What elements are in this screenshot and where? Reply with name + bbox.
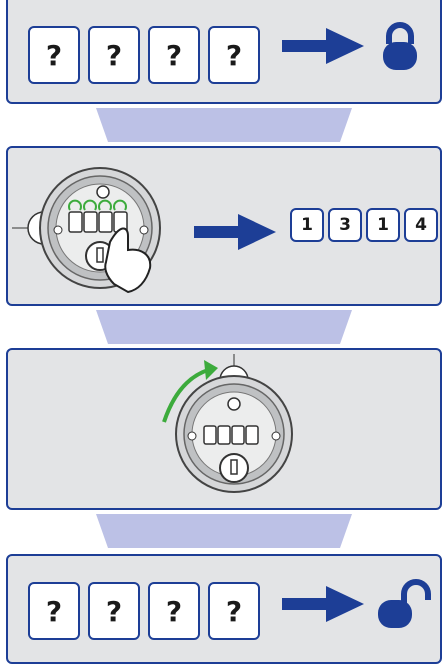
combination-lock-dial: [12, 167, 161, 294]
unknown-digit-box: ?: [88, 26, 140, 84]
right-arrow-icon: [194, 214, 276, 250]
unknown-digit-box: ?: [148, 582, 200, 640]
step-4-panel: ? ? ? ?: [6, 554, 442, 664]
unknown-digit-box: ?: [28, 26, 80, 84]
down-chevron-icon: [96, 108, 352, 142]
down-chevron-icon: [96, 310, 352, 344]
code-digit-box: 1: [366, 208, 400, 242]
rotate-arrow-icon: [162, 368, 209, 423]
unknown-digit-box: ?: [88, 582, 140, 640]
right-arrow-icon: [282, 28, 364, 64]
code-digit-box: 4: [404, 208, 438, 242]
code-digit-box: 1: [290, 208, 324, 242]
padlock-closed-icon: [383, 22, 417, 70]
finger-press-icon: [104, 227, 152, 294]
code-digit-box: 3: [328, 208, 362, 242]
combination-lock-rotate: [162, 354, 293, 493]
rotate-arrow-head-icon: [204, 360, 218, 380]
step-1-panel: ? ? ? ?: [6, 0, 442, 104]
padlock-open-icon: [378, 579, 431, 628]
right-arrow-icon: [282, 586, 364, 622]
unknown-digit-box: ?: [28, 582, 80, 640]
unknown-digit-box: ?: [208, 26, 260, 84]
down-chevron-icon: [96, 514, 352, 548]
unknown-digit-box: ?: [148, 26, 200, 84]
unknown-digit-box: ?: [208, 582, 260, 640]
